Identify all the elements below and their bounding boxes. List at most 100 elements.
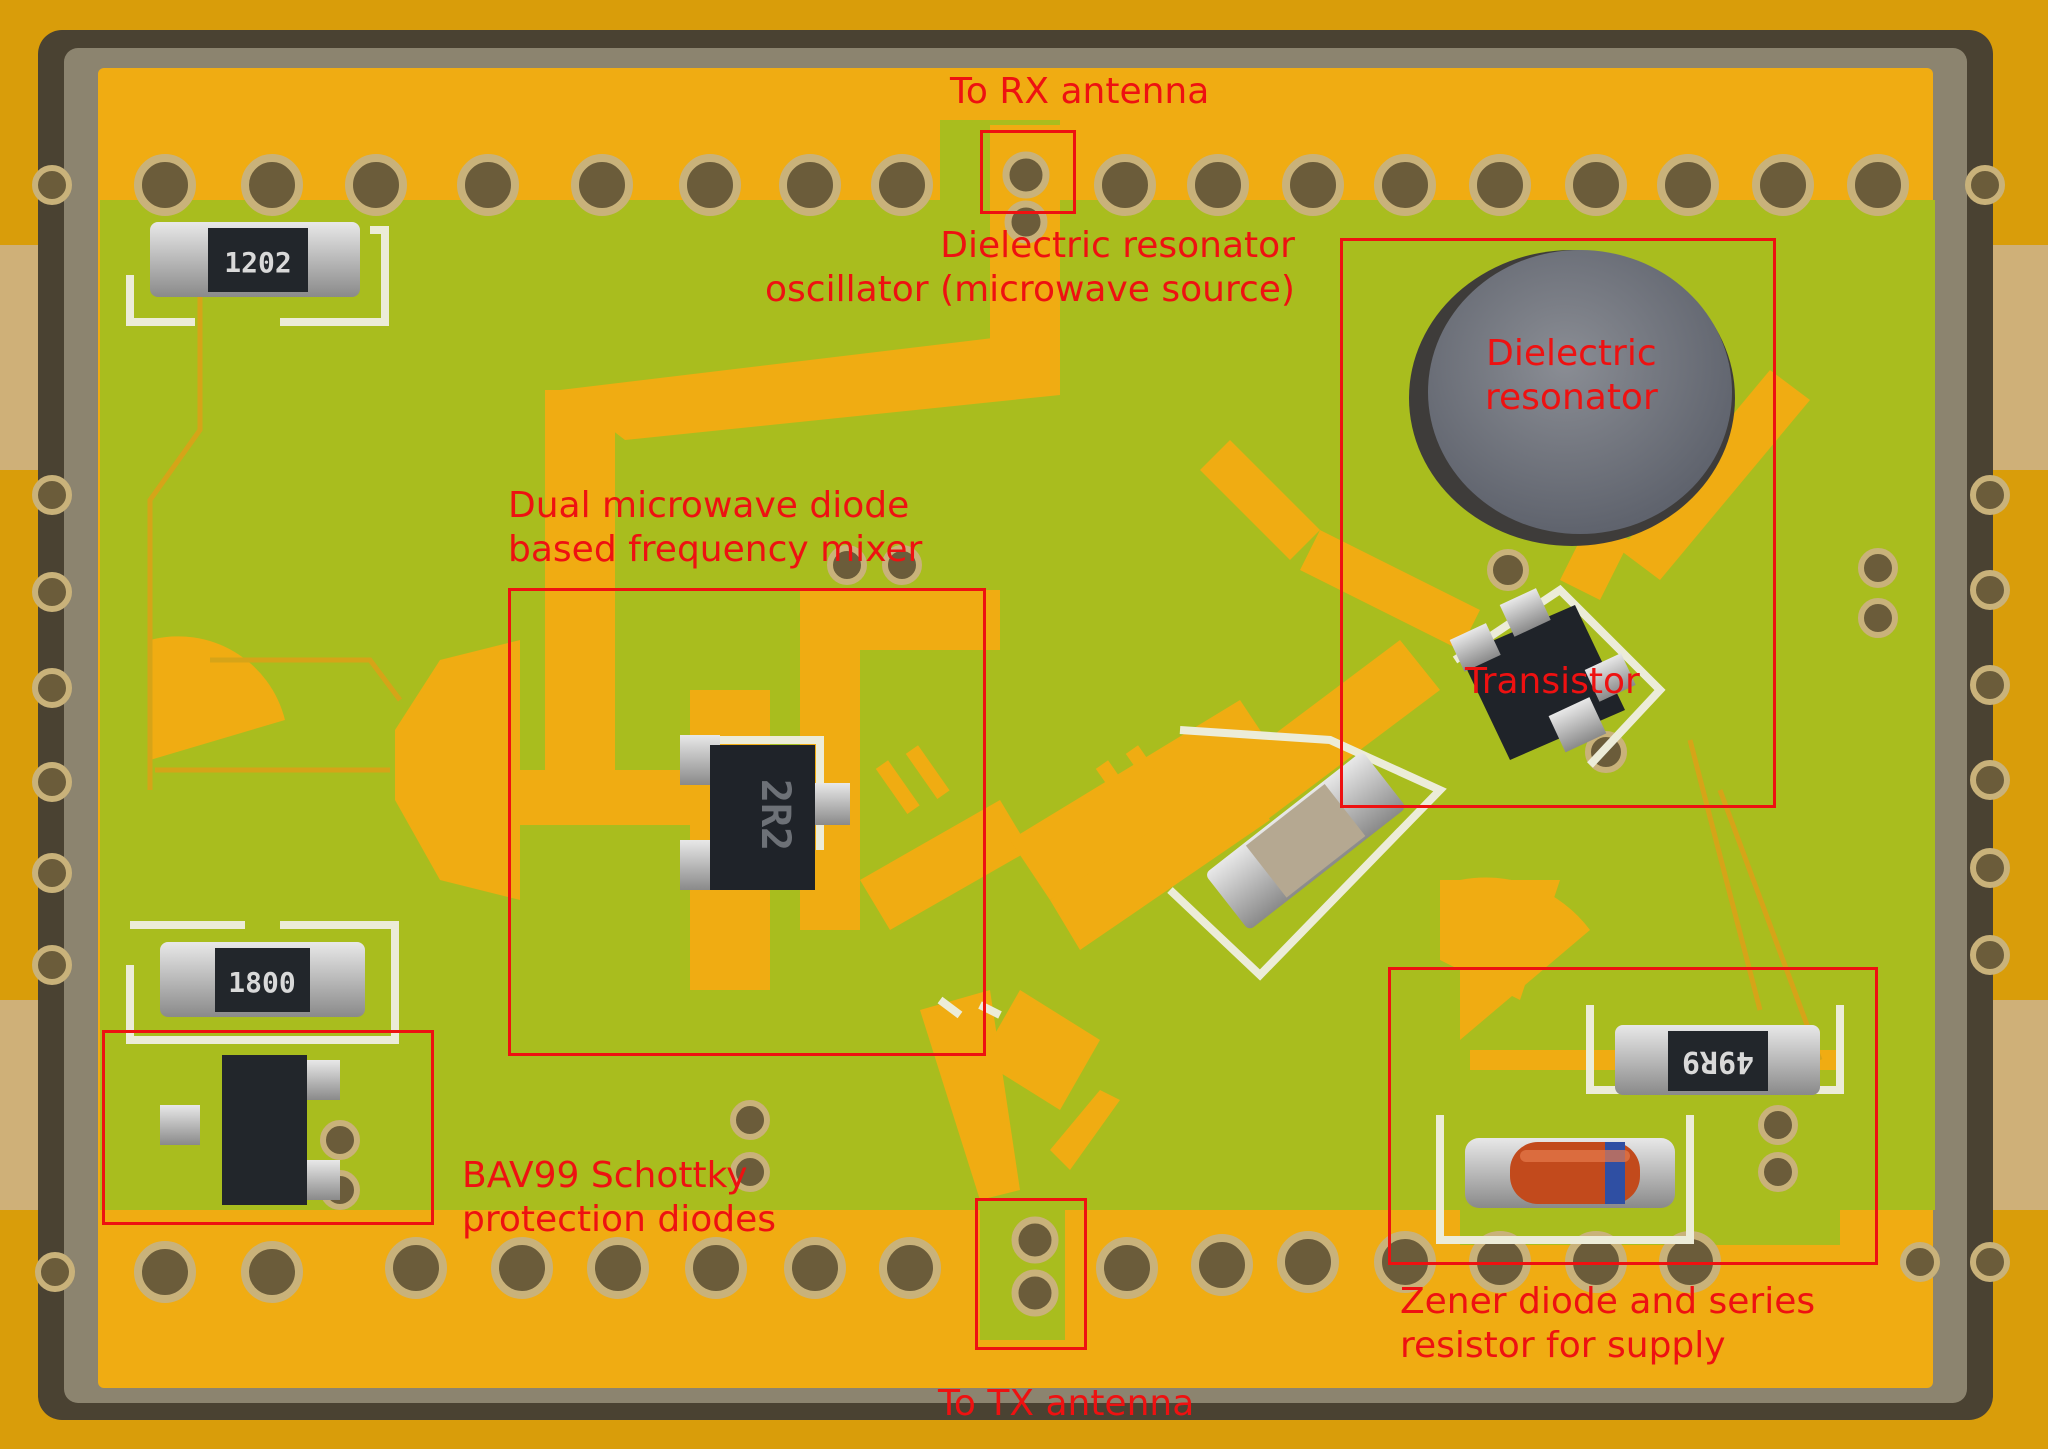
via xyxy=(32,762,72,802)
via xyxy=(320,1120,360,1160)
via xyxy=(241,1241,303,1303)
resistor-marking: 49R9 xyxy=(1682,1044,1754,1079)
via xyxy=(587,1237,649,1299)
via xyxy=(779,154,841,216)
trace xyxy=(545,390,615,800)
capacitor-body xyxy=(1245,784,1366,898)
via xyxy=(879,1237,941,1299)
trace xyxy=(860,800,1030,930)
bias-trace xyxy=(147,250,203,790)
via xyxy=(882,545,922,585)
silk-outline xyxy=(126,921,399,1044)
via xyxy=(1011,1269,1059,1317)
via xyxy=(1657,154,1719,216)
resistor-body xyxy=(215,948,310,1012)
sot23-body xyxy=(222,1055,307,1205)
via xyxy=(1970,1242,2010,1282)
via xyxy=(1487,549,1529,591)
radial-stub xyxy=(150,636,285,760)
via xyxy=(730,1152,770,1192)
trace xyxy=(1095,760,1140,814)
zener-highlight xyxy=(1520,1150,1630,1162)
pad xyxy=(1449,623,1501,672)
dielectric-resonator-puck xyxy=(1409,250,1735,546)
via xyxy=(1187,154,1249,216)
label-transistor: Transistor xyxy=(1465,661,1640,702)
trace xyxy=(875,760,920,814)
label-bav99: BAV99 Schottky protection diodes xyxy=(462,1155,776,1240)
pad xyxy=(1548,697,1607,753)
via xyxy=(1900,1242,1940,1282)
label-rx-antenna: To RX antenna xyxy=(950,71,1210,112)
via xyxy=(32,475,72,515)
pad xyxy=(1499,588,1551,637)
trace xyxy=(395,640,520,900)
via xyxy=(1374,154,1436,216)
callout-box-bav99 xyxy=(102,1030,434,1225)
side-pins xyxy=(32,475,2010,1210)
callout-box-mixer xyxy=(508,588,986,1056)
via xyxy=(827,545,867,585)
via xyxy=(1970,665,2010,705)
trace xyxy=(1300,530,1480,650)
trace xyxy=(1050,1090,1120,1170)
sot-body xyxy=(710,745,815,890)
label-frequency-mixer: Dual microwave diode based frequency mix… xyxy=(508,485,923,570)
label-tx-antenna: To TX antenna xyxy=(938,1383,1195,1424)
solder-mask xyxy=(980,1190,1065,1340)
via xyxy=(1565,154,1627,216)
via xyxy=(1096,1237,1158,1299)
silk-outline xyxy=(1167,726,1447,981)
via xyxy=(345,154,407,216)
via xyxy=(457,154,519,216)
via xyxy=(1758,1152,1798,1192)
zener-diode xyxy=(1465,1138,1675,1208)
via xyxy=(1469,154,1531,216)
board-tab xyxy=(1985,245,2048,470)
via xyxy=(1970,760,2010,800)
mixer-diode-package: 2R2 xyxy=(680,735,850,890)
resistor-marking: 1202 xyxy=(224,246,291,279)
board-tab xyxy=(1985,1000,2048,1210)
label-dielectric-resonator: Dielectric resonator xyxy=(1485,333,1658,418)
via xyxy=(1758,1105,1798,1145)
via xyxy=(1277,1231,1339,1293)
via xyxy=(1965,165,2005,205)
via xyxy=(35,1252,75,1292)
via xyxy=(32,945,72,985)
label-dielectric-resonator-oscillator: Dielectric resonator oscillator (microwa… xyxy=(765,225,1295,310)
callout-box-zener xyxy=(1388,967,1878,1265)
bav99-diode-package xyxy=(160,1055,340,1205)
bias-trace xyxy=(1687,739,1763,1011)
bias-traces xyxy=(147,250,1823,1061)
silk-outline xyxy=(1452,584,1666,768)
via xyxy=(1970,475,2010,515)
via xyxy=(134,154,196,216)
via xyxy=(491,1237,553,1299)
trace xyxy=(1010,700,1280,900)
via xyxy=(685,1237,747,1299)
resistor-supply: 49R9 xyxy=(1615,1025,1820,1095)
capacitor xyxy=(1207,753,1405,929)
trace xyxy=(560,330,1060,440)
via xyxy=(241,154,303,216)
resistor-marking: 1800 xyxy=(228,966,295,999)
trace xyxy=(1050,770,1270,950)
via xyxy=(1282,154,1344,216)
via xyxy=(32,853,72,893)
via xyxy=(32,165,72,205)
via xyxy=(32,668,72,708)
label-zener: Zener diode and series resistor for supp… xyxy=(1400,1281,1816,1366)
via xyxy=(1970,848,2010,888)
trace xyxy=(1200,440,1320,560)
via xyxy=(679,154,741,216)
pad xyxy=(160,1105,200,1145)
trace xyxy=(1125,745,1170,799)
resistor-body xyxy=(1668,1031,1768,1091)
puck-top xyxy=(1428,250,1732,534)
top-pin-row xyxy=(32,151,2005,244)
trace xyxy=(980,990,1100,1110)
via xyxy=(571,154,633,216)
via xyxy=(134,1241,196,1303)
